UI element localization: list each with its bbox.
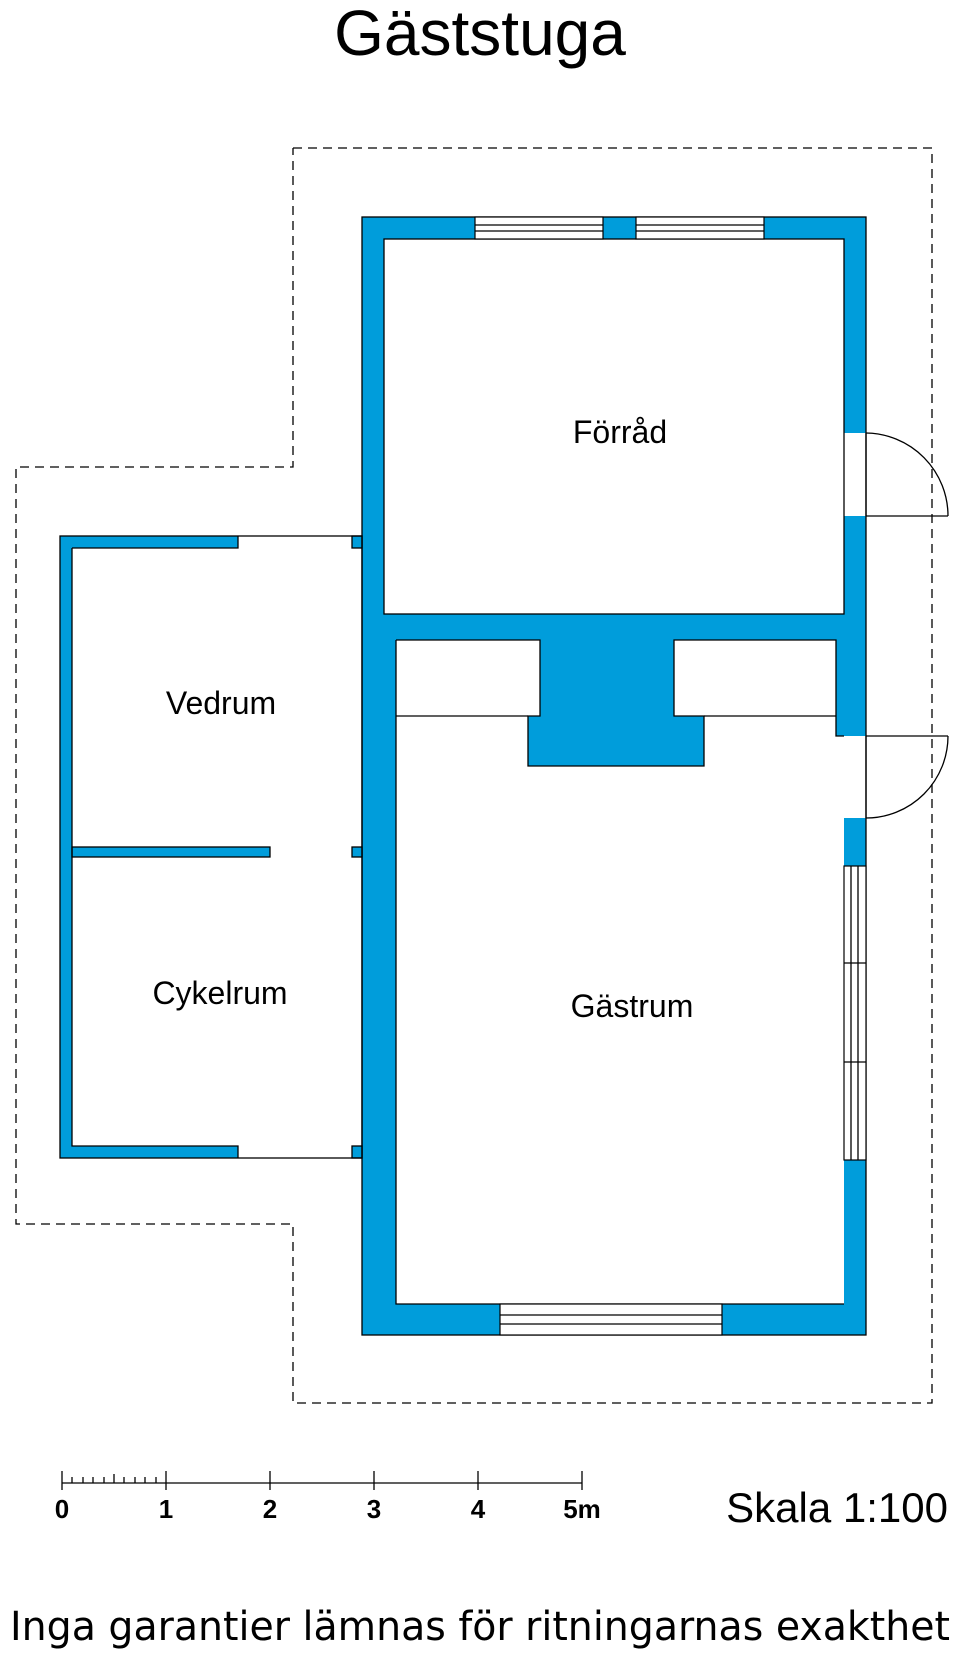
page-title: Gäststuga	[334, 0, 626, 69]
main-building-outlines	[361, 216, 867, 1336]
room-label-gastrum: Gästrum	[571, 988, 694, 1024]
scale-bar	[61, 1471, 583, 1490]
plot-boundary-dashed-outline	[15, 147, 933, 1404]
main-building-walls	[362, 217, 866, 1335]
door-forrad	[865, 432, 949, 517]
top-window-left	[474, 216, 604, 240]
disclaimer-text: Inga garantier lämnas för ritningarnas e…	[10, 1604, 950, 1650]
room-label-forrad: Förråd	[573, 414, 667, 450]
room-label-cykelrum: Cykelrum	[152, 975, 287, 1011]
annex-outlines	[59, 535, 363, 1159]
right-window	[843, 865, 867, 1161]
room-label-vedrum: Vedrum	[166, 685, 276, 721]
annex-walls	[60, 536, 362, 1158]
scale-bar-labels: 0 1 2 3 4 5m	[55, 1494, 601, 1524]
scale-tick-label: 1	[159, 1494, 173, 1524]
scale-tick-label: 5m	[563, 1494, 601, 1524]
door-gastrum	[865, 735, 949, 819]
scale-tick-label: 0	[55, 1494, 69, 1524]
scale-label: Skala 1:100	[726, 1484, 948, 1531]
top-window-right	[635, 216, 765, 240]
scale-tick-label: 2	[263, 1494, 277, 1524]
bottom-window	[499, 1303, 723, 1336]
scale-tick-label: 3	[367, 1494, 381, 1524]
scale-tick-label: 4	[471, 1494, 486, 1524]
